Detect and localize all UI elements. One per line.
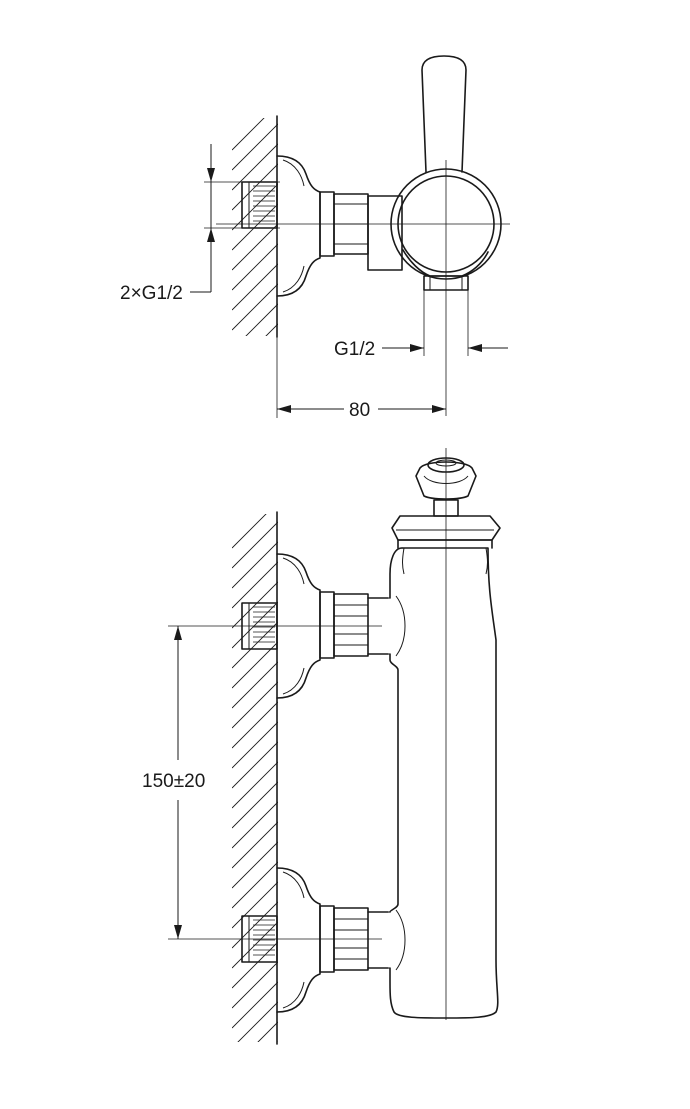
wall-top	[232, 115, 278, 338]
label-inlet-thread: 2×G1/2	[120, 283, 183, 304]
dim-outlet-thread: G1/2	[334, 290, 508, 360]
top-view: 2×G1/2 G1/2 80	[120, 55, 510, 421]
hex-nut-top	[319, 191, 403, 271]
label-outlet-thread: G1/2	[334, 339, 375, 360]
label-depth: 80	[349, 400, 370, 421]
front-view: 150±20	[142, 448, 501, 1045]
dim-inlet-thread: 2×G1/2	[120, 144, 280, 304]
wall-front	[232, 511, 278, 1045]
dim-depth: 80	[276, 337, 446, 421]
inlet-pipe-top	[241, 181, 278, 229]
valve-body-front	[388, 539, 499, 1019]
dim-inlet-spacing: 150±20	[142, 626, 205, 939]
handle-lever	[421, 55, 467, 173]
label-inlet-spacing: 150±20	[142, 771, 205, 792]
inlet-lower	[241, 867, 406, 1013]
escutcheon-top	[276, 155, 321, 297]
